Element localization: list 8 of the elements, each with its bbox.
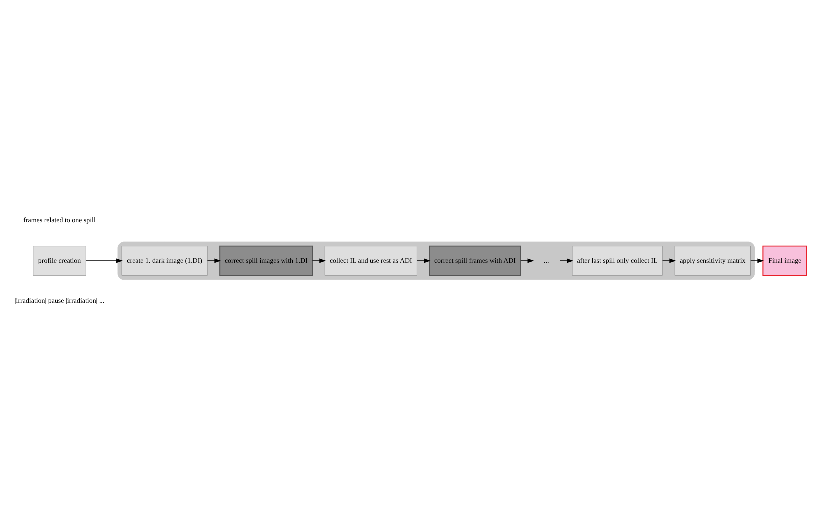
arrow — [312, 258, 326, 264]
arrow — [207, 258, 222, 264]
arrow — [86, 258, 124, 264]
arrow — [750, 258, 764, 264]
arrow — [560, 258, 574, 264]
arrow — [520, 258, 534, 264]
arrow — [416, 258, 431, 264]
arrow — [662, 258, 676, 264]
